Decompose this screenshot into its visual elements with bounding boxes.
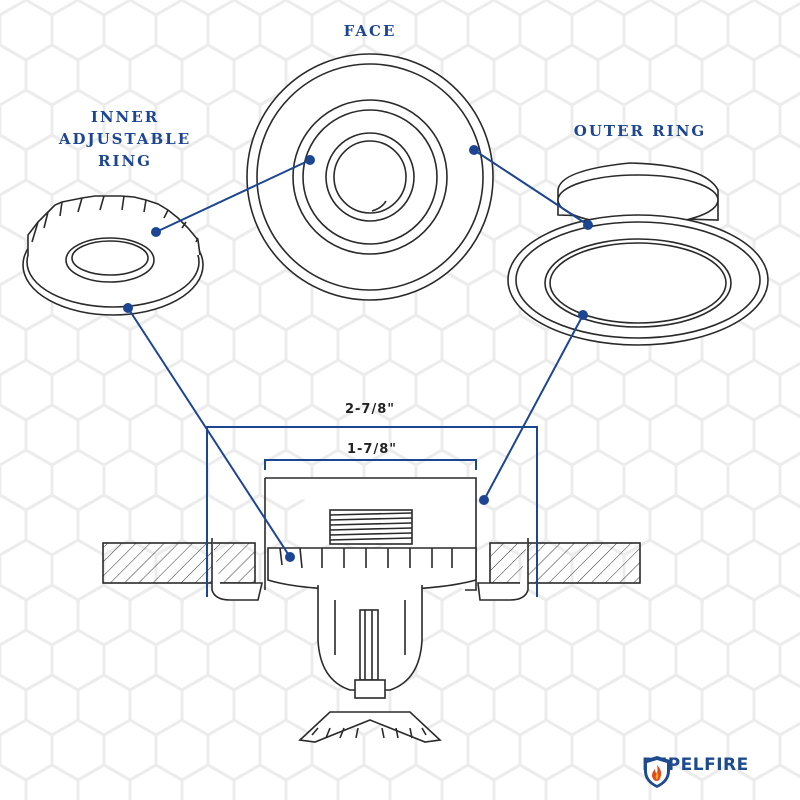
overall-width-dimension: 2-7/8" <box>344 402 396 417</box>
leader-lines <box>127 149 589 558</box>
outer-ring-drawing <box>507 162 769 346</box>
cross-section-drawing <box>102 477 641 743</box>
face-label: FACE <box>343 22 397 40</box>
leader-inner-ring-to-section <box>127 307 291 558</box>
inner-adjustable-ring-label: INNER ADJUSTABLE RING <box>55 106 195 172</box>
brand-logo: REPELFIRE <box>642 755 749 788</box>
leader-outer-ring-to-section <box>483 314 584 501</box>
overall-width-line <box>206 426 538 597</box>
inner-width-dimension: 1-7/8" <box>346 442 398 457</box>
inner-ring-label-line-3: RING <box>97 152 152 170</box>
leader-inner-ring-to-face <box>155 159 311 233</box>
leader-face-to-outer-ring <box>473 149 589 226</box>
outer-ring-label: OUTER RING <box>573 122 707 140</box>
inner-adjustable-ring-drawing <box>22 195 204 316</box>
leader-dots <box>123 145 593 562</box>
shield-flame-icon <box>644 756 670 788</box>
inner-ring-label-line-2: ADJUSTABLE <box>58 130 192 148</box>
inner-ring-label-line-1: INNER <box>90 108 160 126</box>
face-drawing <box>246 53 494 301</box>
inner-width-line <box>264 459 477 470</box>
dimension-lines <box>206 426 538 597</box>
